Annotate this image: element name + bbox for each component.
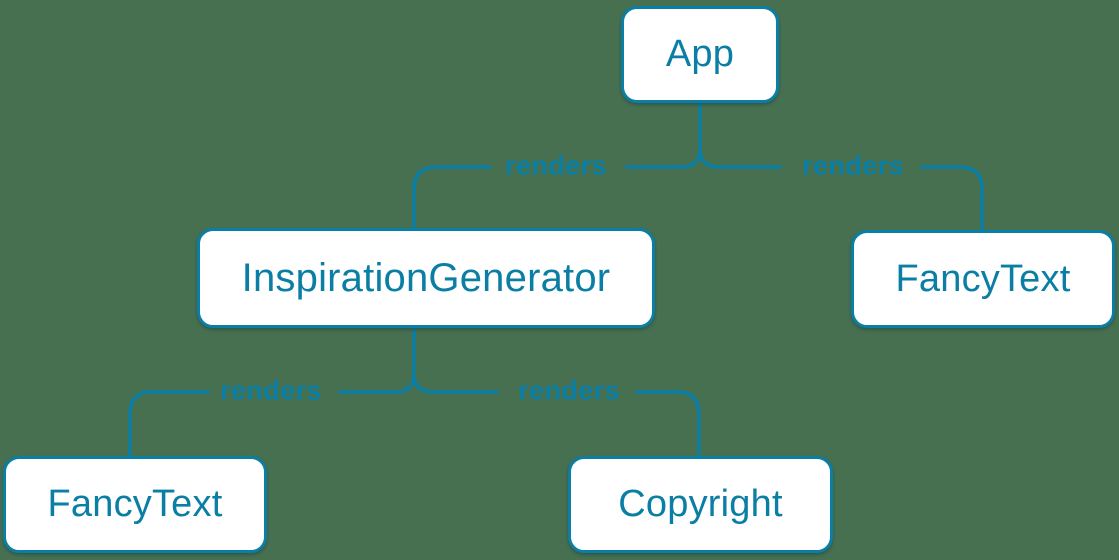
edge-label-inspirationgenerator-copyright: renders xyxy=(518,375,620,406)
node-fancy-text-bottom-label: FancyText xyxy=(47,483,223,525)
node-fancy-text-top: FancyText xyxy=(851,230,1115,328)
node-fancy-text-bottom: FancyText xyxy=(3,456,267,553)
edge-label-app-fancytext: renders xyxy=(802,150,904,181)
connector-inspirationgenerator-to-copyright xyxy=(412,372,701,458)
node-copyright-label: Copyright xyxy=(618,483,783,525)
edge-label-app-inspirationgenerator: renders xyxy=(505,150,607,181)
node-app: App xyxy=(621,6,779,103)
node-inspiration-generator-label: InspirationGenerator xyxy=(241,255,611,300)
node-inspiration-generator: InspirationGenerator xyxy=(197,228,655,328)
connector-app-to-fancytext xyxy=(698,147,984,232)
node-app-label: App xyxy=(665,33,735,75)
node-fancy-text-top-label: FancyText xyxy=(895,257,1071,300)
node-copyright: Copyright xyxy=(568,456,833,553)
edge-label-inspirationgenerator-fancytext: renders xyxy=(220,375,322,406)
